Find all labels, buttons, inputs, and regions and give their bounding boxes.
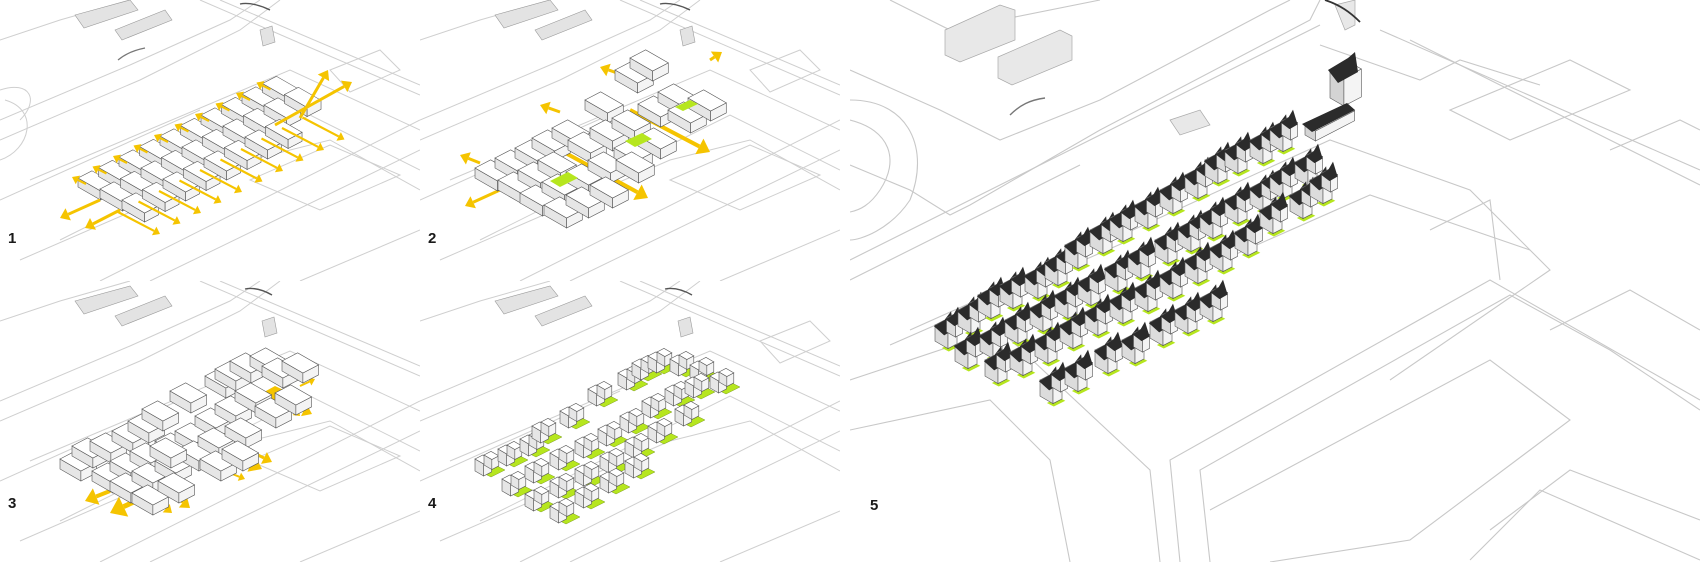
rendered-houses: [933, 52, 1362, 407]
site-context-lines: [420, 0, 840, 281]
panel-label: 4: [428, 495, 437, 512]
panel-label: 2: [428, 230, 437, 247]
axis-arrows: [60, 70, 352, 236]
house-clusters: [474, 348, 741, 525]
building-blocks: [474, 49, 727, 229]
panel-label: 3: [8, 495, 17, 512]
site-context-lines: [0, 0, 420, 281]
panel-1: 1: [0, 0, 420, 281]
panel-5: 5: [850, 0, 1700, 562]
building-blocks: [59, 347, 320, 516]
building-blocks: [77, 75, 322, 223]
panel-3: 3: [0, 281, 420, 562]
panel-label: 5: [870, 497, 879, 514]
panel-label: 1: [8, 230, 17, 247]
site-context-lines: [850, 0, 1700, 562]
panel-2: 2: [420, 0, 840, 281]
site-context-lines: [420, 281, 840, 562]
site-context-lines: [0, 281, 420, 562]
panel-4: 4: [420, 281, 840, 562]
